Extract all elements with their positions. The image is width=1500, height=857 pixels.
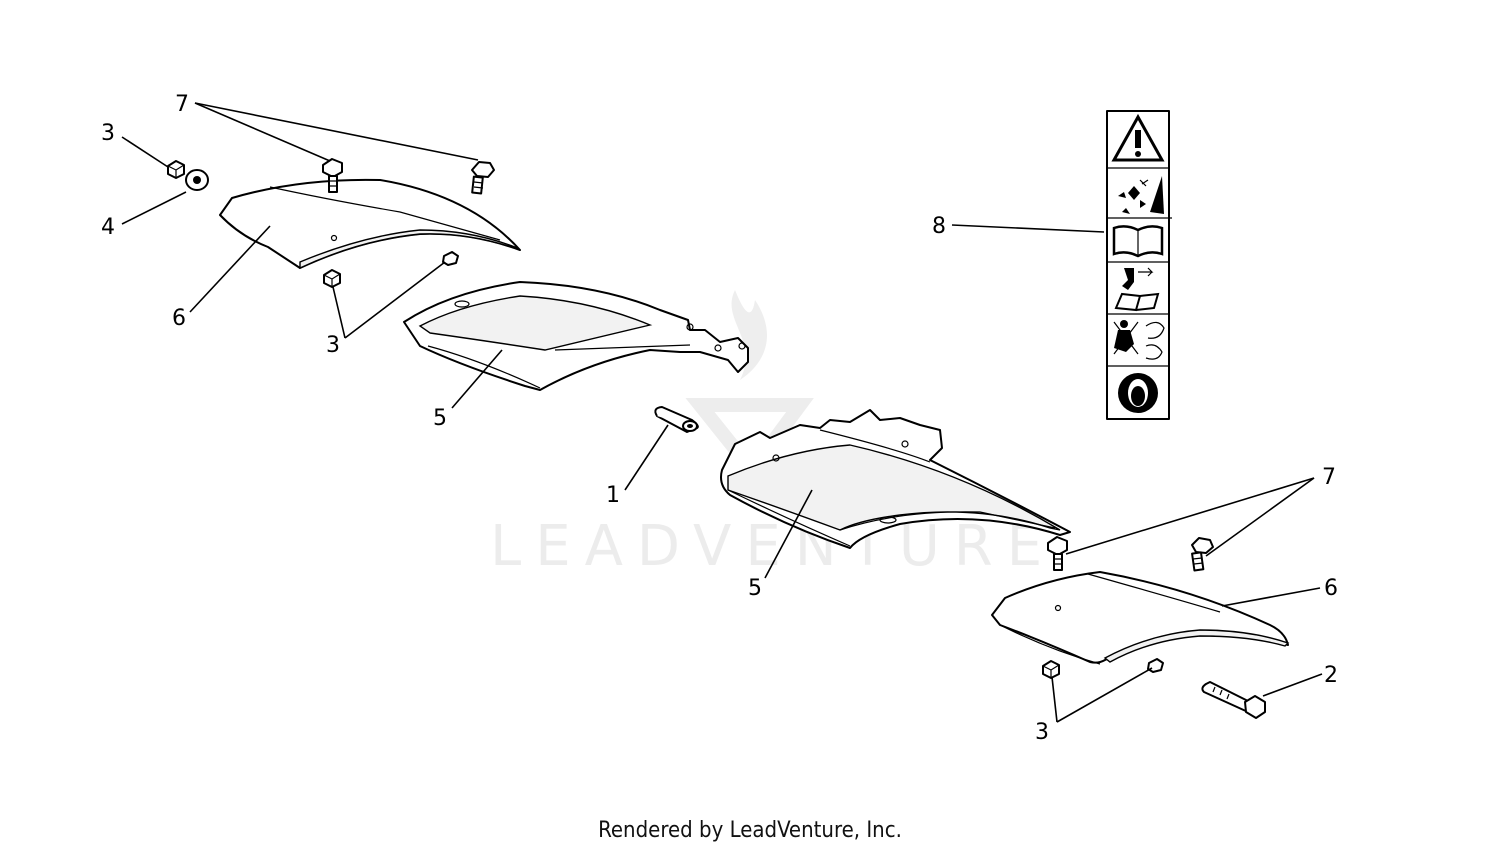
callout-7-top: 7 bbox=[175, 92, 189, 117]
nut-left-under bbox=[323, 269, 341, 288]
callout-7-right: 7 bbox=[1322, 465, 1336, 490]
no-passengers-icon bbox=[1113, 320, 1165, 360]
warning-triangle-icon bbox=[1111, 113, 1165, 162]
clip-nut-left bbox=[442, 251, 459, 266]
rendered-by-footer: Rendered by LeadVenture, Inc. bbox=[598, 818, 902, 843]
callout-5-right: 5 bbox=[748, 576, 762, 601]
blade-hazard-icon bbox=[1118, 176, 1164, 214]
washer bbox=[185, 169, 209, 191]
part-cover-right bbox=[991, 571, 1290, 665]
part-spacer bbox=[654, 406, 699, 433]
watermark-text: LEADVENTURE bbox=[490, 514, 1056, 579]
callout-6-left: 6 bbox=[172, 306, 186, 331]
bolt-right-cover-a bbox=[1047, 536, 1068, 571]
nut-top-left bbox=[167, 160, 185, 179]
part-deflector-right bbox=[720, 409, 1071, 549]
callout-1: 1 bbox=[606, 483, 620, 508]
part-cover-left bbox=[219, 178, 521, 270]
callout-5-left: 5 bbox=[433, 406, 447, 431]
long-bolt bbox=[1201, 681, 1266, 719]
manual-book-icon bbox=[1112, 225, 1164, 258]
callout-3-bottom: 3 bbox=[1035, 720, 1049, 745]
callout-8: 8 bbox=[932, 214, 946, 239]
callout-3-middle: 3 bbox=[326, 333, 340, 358]
nut-right-under bbox=[1042, 660, 1060, 679]
safety-label bbox=[1106, 110, 1172, 420]
watermark-flame-icon bbox=[731, 290, 767, 380]
operator-reading-manual-icon bbox=[1114, 267, 1160, 312]
callout-4: 4 bbox=[101, 215, 115, 240]
callout-6-right: 6 bbox=[1324, 576, 1338, 601]
bolt-left-cover-b bbox=[471, 161, 495, 195]
bolt-left-cover-a bbox=[322, 158, 343, 193]
hardware bbox=[167, 158, 1266, 719]
bolt-right-cover-b bbox=[1191, 537, 1214, 572]
watermark: LEADVENTURE bbox=[490, 290, 1056, 579]
clip-nut-right bbox=[1147, 658, 1164, 673]
callout-2: 2 bbox=[1324, 663, 1338, 688]
callouts: 7 3 4 6 3 5 1 5 8 7 6 2 3 bbox=[101, 92, 1338, 745]
callout-3-top-left: 3 bbox=[101, 121, 115, 146]
leader-lines bbox=[121, 102, 1323, 723]
part-deflector-left bbox=[403, 281, 749, 391]
hearing-protection-icon bbox=[1118, 373, 1158, 413]
